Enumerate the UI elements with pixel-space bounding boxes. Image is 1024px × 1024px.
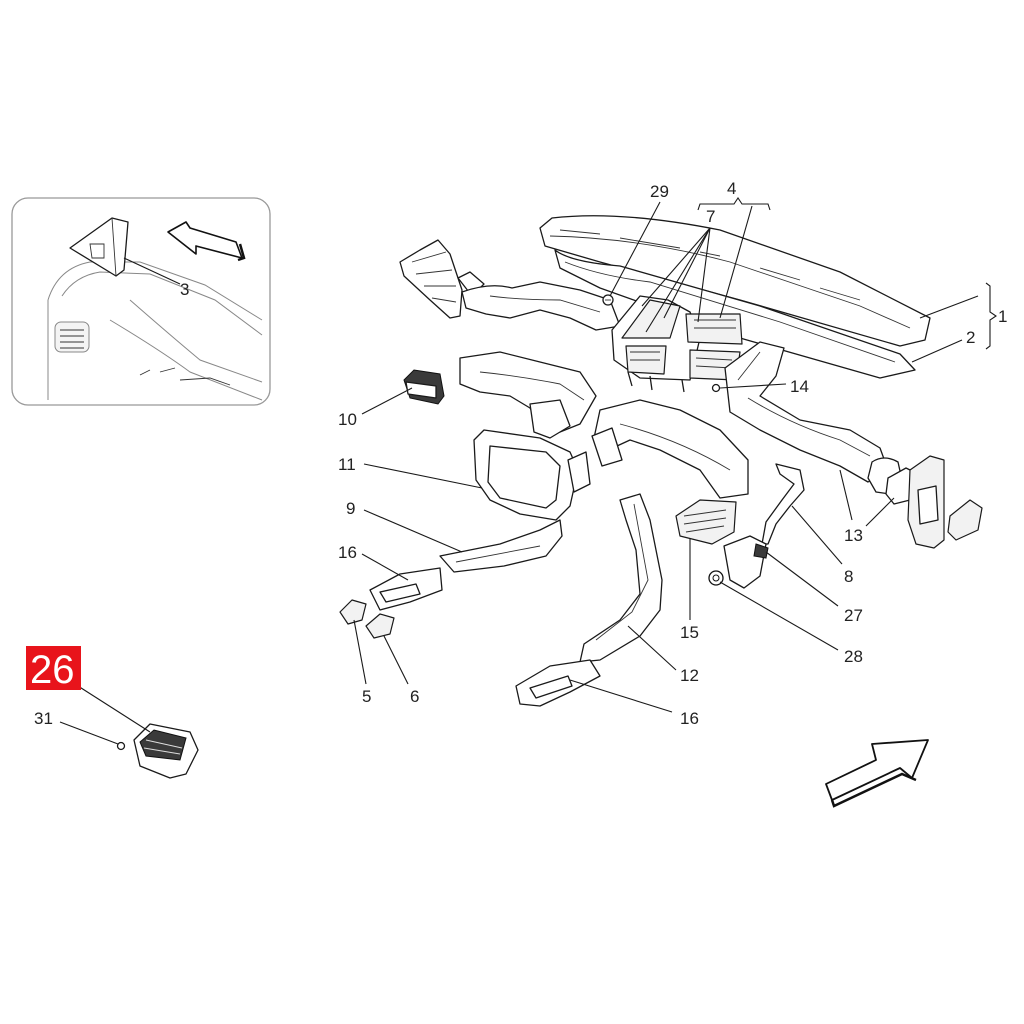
callout-9: 9 — [346, 499, 355, 518]
callout-10: 10 — [338, 410, 357, 429]
part-15-center-vent — [675, 499, 737, 545]
part-29-screw — [602, 294, 614, 306]
callout-4: 4 — [727, 179, 736, 198]
part-28-grommet — [708, 570, 724, 586]
callout-29: 29 — [650, 182, 669, 201]
part-16-duct-outlet — [369, 567, 443, 611]
part-4-center-vent-assembly — [611, 295, 743, 393]
part-8-drain-hose — [761, 463, 805, 545]
part-26-vent-grille — [133, 723, 199, 779]
callout-1: 1 — [998, 307, 1007, 326]
callout-2: 2 — [966, 328, 975, 347]
callout-15: 15 — [680, 623, 699, 642]
callout-16-left: 16 — [338, 543, 357, 562]
callout-6: 6 — [410, 687, 419, 706]
part-right-main-duct — [724, 341, 889, 483]
leader-lines — [59, 197, 997, 745]
part-14-screw — [711, 383, 721, 393]
part-3-corner-cover — [69, 217, 129, 277]
callout-8: 8 — [844, 567, 853, 586]
callout-14: 14 — [790, 377, 809, 396]
part-1-dashboard-top-panel — [539, 215, 931, 347]
callout-31: 31 — [34, 709, 53, 728]
callout-28: 28 — [844, 647, 863, 666]
callout-labels: 29 4 7 1 2 14 10 11 9 16 5 6 12 16 15 13… — [26, 179, 1007, 728]
callout-13: 13 — [844, 526, 863, 545]
callout-12: 12 — [680, 666, 699, 685]
callout-7: 7 — [706, 207, 715, 226]
callout-26-highlighted: 26 — [30, 648, 75, 692]
part-center-main-duct — [459, 351, 597, 439]
part-10-vent-outlet — [403, 369, 445, 405]
callout-3: 3 — [180, 280, 189, 299]
callout-5: 5 — [362, 687, 371, 706]
part-11-console-vent-frame — [473, 429, 591, 521]
part-5-trim — [339, 599, 367, 625]
part-31-clip — [116, 741, 126, 751]
highlight-badge-26 — [26, 646, 81, 690]
part-27-bracket — [723, 535, 769, 589]
part-16-lower-outlet — [515, 659, 601, 707]
direction-arrow-icon — [825, 739, 929, 808]
callout-11: 11 — [338, 455, 356, 474]
part-right-side-vent — [907, 455, 983, 549]
part-12-long-floor-duct — [579, 493, 663, 663]
part-center-lower-duct — [591, 399, 749, 499]
part-left-upper-duct — [461, 281, 621, 331]
part-9-floor-duct — [439, 519, 563, 573]
callout-27: 27 — [844, 606, 863, 625]
part-6-trim — [365, 613, 395, 639]
direction-arrow-icon — [167, 221, 246, 262]
callout-16-bottom: 16 — [680, 709, 699, 728]
inset-detail-panel: 3 — [11, 197, 271, 406]
